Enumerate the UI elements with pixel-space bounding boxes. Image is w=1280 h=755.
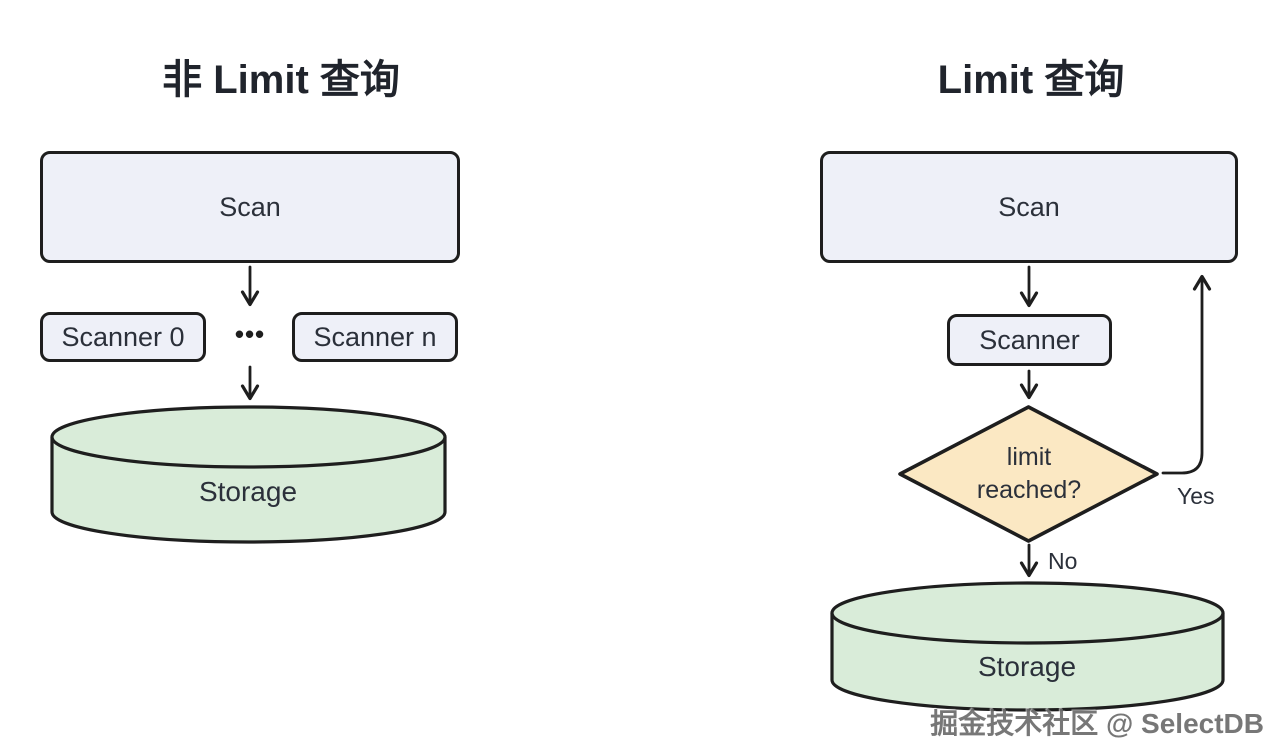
right-scanner-node: Scanner (947, 314, 1112, 366)
left-scanner0-node: Scanner 0 (40, 312, 206, 362)
left-scan-node: Scan (40, 151, 460, 263)
right-scan-node: Scan (820, 151, 1238, 263)
no-edge-label: No (1048, 548, 1078, 574)
limit-reached-line1: limit (1006, 443, 1052, 471)
left-storage-cylinder-top (50, 405, 447, 469)
right-storage-cylinder-top (830, 581, 1225, 645)
right-diagram-title: Limit 查询 (937, 58, 1125, 102)
left-storage-label: Storage (198, 476, 298, 507)
yes-loop-arrow (1161, 274, 1212, 475)
yes-edge-label: Yes (1177, 483, 1215, 509)
left-scanner-n-node: Scanner n (292, 312, 458, 362)
limit-reached-label: limit reached? (928, 441, 1130, 507)
watermark: 掘金技术社区 @ SelectDB (930, 708, 1264, 739)
ellipsis-dots: ••• (234, 319, 266, 349)
limit-reached-diamond (898, 405, 1159, 543)
limit-reached-line2: reached? (976, 476, 1082, 504)
left-diagram-title: 非 Limit 查询 (162, 58, 400, 102)
right-storage-label: Storage (977, 651, 1077, 682)
